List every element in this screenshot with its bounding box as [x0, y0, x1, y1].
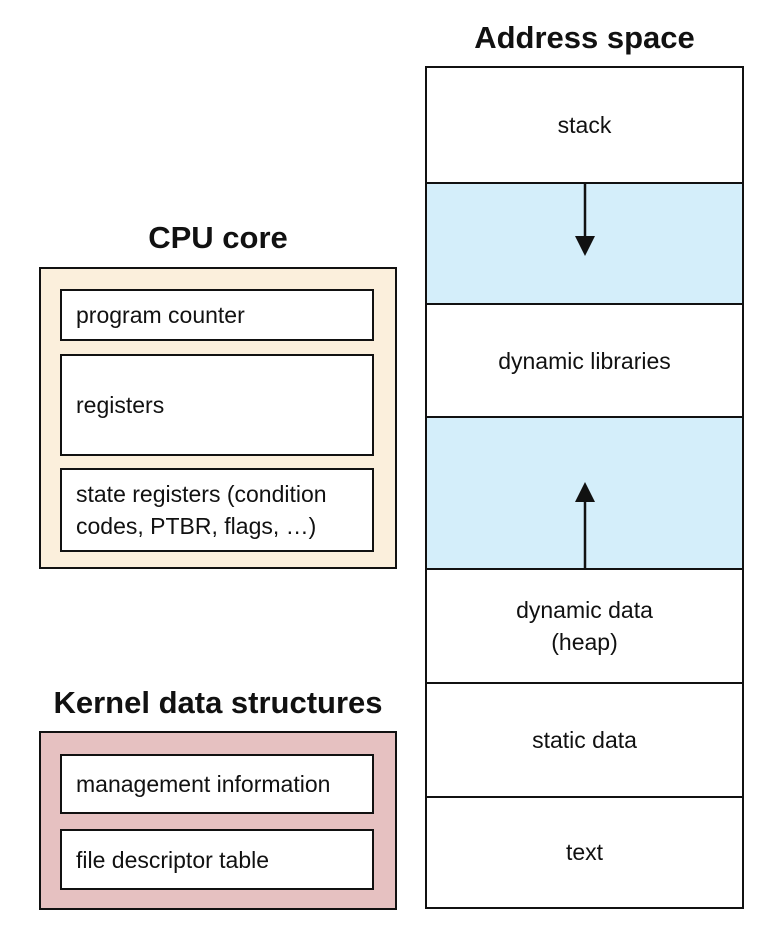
stack-label: stack — [557, 112, 612, 138]
heap-label-line2: (heap) — [551, 629, 618, 655]
up-arrow-icon — [575, 482, 595, 568]
static-data-label: static data — [532, 727, 637, 753]
file-descriptor-table-box: file descriptor table — [60, 829, 374, 890]
state-registers-box: state registers (condition codes, PTBR, … — [60, 468, 374, 552]
heap-label-line1: dynamic data — [516, 597, 653, 623]
kernel-data-title: Kernel data structures — [53, 685, 383, 720]
dynamic-libraries-label: dynamic libraries — [498, 347, 671, 374]
text-label: text — [565, 839, 604, 865]
text-segment: text — [427, 796, 742, 906]
stack-segment: stack — [427, 68, 742, 182]
cpu-core-panel: program counter registers state register… — [39, 267, 397, 569]
down-arrow-icon — [575, 184, 595, 256]
registers-label: registers — [76, 392, 165, 418]
management-information-box: management information — [60, 754, 374, 814]
file-descriptor-table-label: file descriptor table — [76, 846, 270, 873]
heap-segment: dynamic data (heap) — [427, 568, 742, 682]
registers-box: registers — [60, 354, 374, 456]
address-space-title: Address space — [474, 20, 695, 55]
address-space-column: stack dynamic libraries dynamic data (he… — [425, 66, 744, 909]
program-counter-box: program counter — [60, 289, 374, 341]
program-counter-label: program counter — [76, 302, 245, 328]
management-information-label: management information — [76, 771, 331, 797]
static-data-segment: static data — [427, 682, 742, 796]
stack-growth-gap — [427, 182, 742, 303]
state-registers-label: state registers (condition codes, PTBR, … — [76, 481, 327, 539]
dynamic-libraries-segment: dynamic libraries — [427, 303, 742, 416]
kernel-data-panel: management information file descriptor t… — [39, 731, 397, 910]
heap-growth-gap — [427, 416, 742, 568]
cpu-core-title: CPU core — [148, 220, 288, 255]
